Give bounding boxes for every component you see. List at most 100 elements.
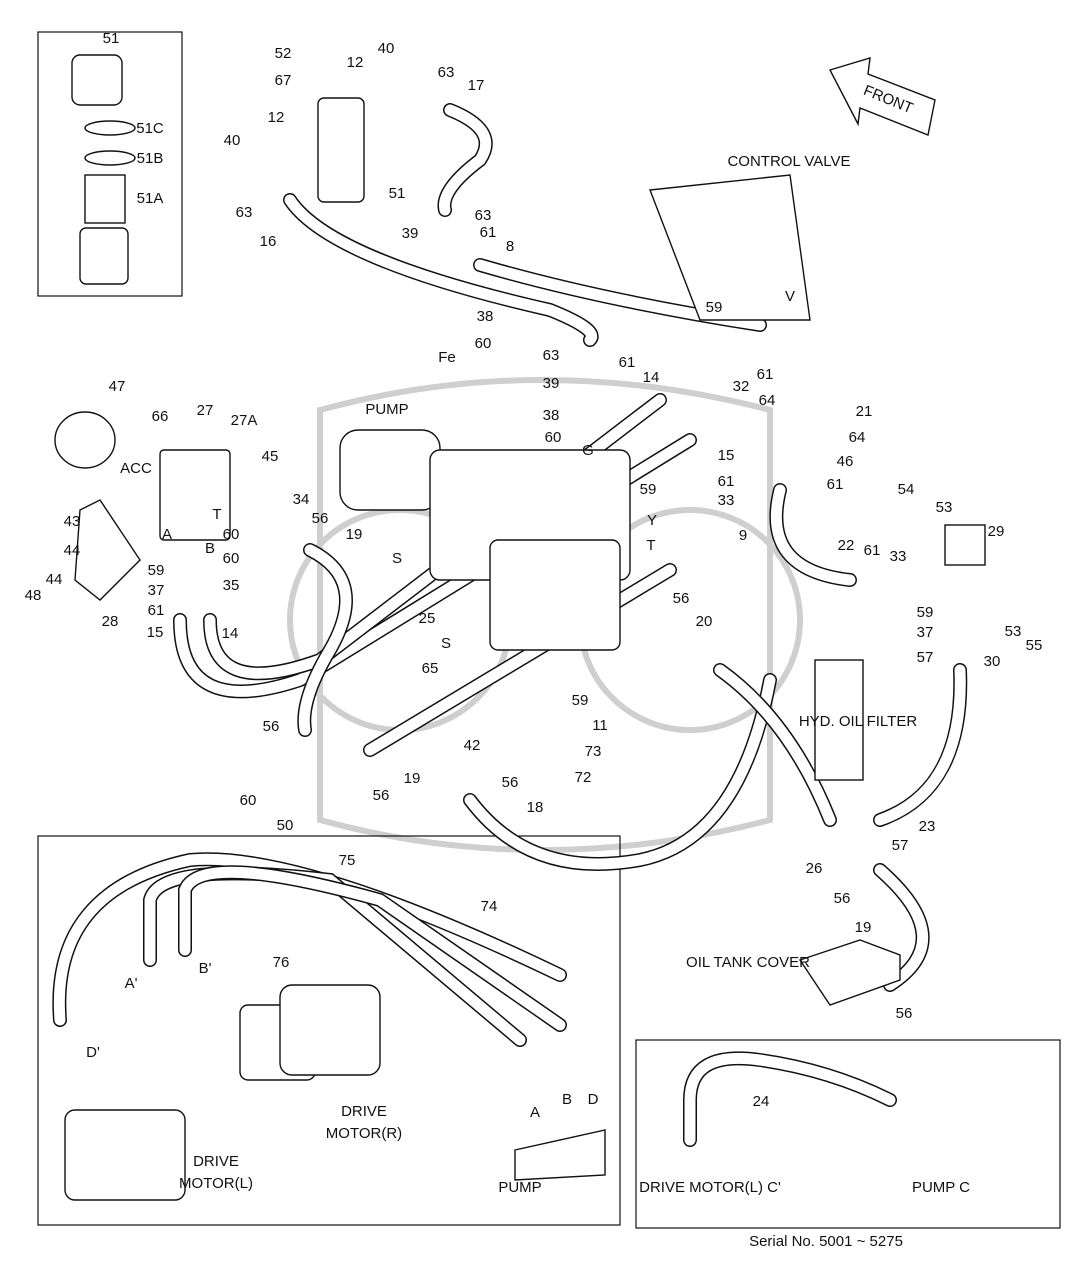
callout-label: D xyxy=(588,1091,599,1108)
callout-label: 55 xyxy=(1026,637,1043,654)
callout-label: PUMP xyxy=(365,401,408,418)
callout-label: 57 xyxy=(917,649,934,666)
callout-label: 39 xyxy=(402,225,419,242)
filter-detail-box xyxy=(37,31,183,297)
callout-label: 61 xyxy=(480,224,497,241)
callout-label: 60 xyxy=(475,335,492,352)
callout-label: B xyxy=(562,1091,572,1108)
callout-label: 59 xyxy=(640,481,657,498)
callout-label: 46 xyxy=(837,453,854,470)
callout-label: CONTROL VALVE xyxy=(727,153,850,170)
callout-label: 44 xyxy=(64,542,81,559)
pump-c-detail-box xyxy=(635,1039,1061,1229)
drive-motor-detail-box xyxy=(37,835,621,1226)
callout-label: ACC xyxy=(120,460,152,477)
callout-label: 61 xyxy=(827,476,844,493)
callout-label: PUMP C xyxy=(912,1179,970,1196)
callout-label: 23 xyxy=(919,818,936,835)
callout-label: 12 xyxy=(268,109,285,126)
serial-number: Serial No. 5001 ~ 5275 xyxy=(749,1233,903,1250)
callout-label: 52 xyxy=(275,45,292,62)
callout-label: 60 xyxy=(545,429,562,446)
callout-label: Fe xyxy=(438,349,456,366)
callout-label: S xyxy=(392,550,402,567)
callout-label: 61 xyxy=(148,602,165,619)
callout-label: 54 xyxy=(898,481,915,498)
callout-label: 47 xyxy=(109,378,126,395)
callout-label: 33 xyxy=(890,548,907,565)
callout-label: 32 xyxy=(733,378,750,395)
callout-label: 50 xyxy=(277,817,294,834)
callout-label: 59 xyxy=(917,604,934,621)
callout-label: 67 xyxy=(275,72,292,89)
callout-label: 33 xyxy=(718,492,735,509)
callout-label: Y xyxy=(647,512,657,529)
callout-label: 51B xyxy=(137,150,164,167)
callout-label: 53 xyxy=(936,499,953,516)
callout-label: 19 xyxy=(346,526,363,543)
filter-51-parts xyxy=(71,54,365,285)
callout-label: 39 xyxy=(543,375,560,392)
callout-label: 75 xyxy=(339,852,356,869)
callout-label: 19 xyxy=(404,770,421,787)
callout-label: 56 xyxy=(502,774,519,791)
callout-label: HYD. OIL FILTER xyxy=(799,713,918,730)
callout-label: 74 xyxy=(481,898,498,915)
callout-label: 64 xyxy=(759,392,776,409)
callout-label: V xyxy=(785,288,795,305)
callout-label: 45 xyxy=(262,448,279,465)
callout-label: T xyxy=(646,537,655,554)
callout-label: 61 xyxy=(619,354,636,371)
front-arrow xyxy=(828,57,936,136)
callout-label: 26 xyxy=(806,860,823,877)
callout-label: 29 xyxy=(988,523,1005,540)
callout-label: 59 xyxy=(706,299,723,316)
callout-label: 56 xyxy=(263,718,280,735)
callout-label: 56 xyxy=(896,1005,913,1022)
callout-label: 43 xyxy=(64,513,81,530)
callout-label: T xyxy=(212,506,221,523)
callout-label: 12 xyxy=(347,54,364,71)
callout-label: 16 xyxy=(260,233,277,250)
callout-label: 66 xyxy=(152,408,169,425)
callout-label: 64 xyxy=(849,429,866,446)
callout-label: PUMP xyxy=(498,1179,541,1196)
components xyxy=(54,174,986,1201)
callout-label: 72 xyxy=(575,769,592,786)
callout-label: 60 xyxy=(223,526,240,543)
callout-label: 51 xyxy=(103,30,120,47)
callout-label: 11 xyxy=(592,717,608,734)
callout-label: MOTOR(R) xyxy=(326,1125,402,1142)
callout-label: 38 xyxy=(543,407,560,424)
callout-label: 14 xyxy=(643,369,660,386)
callout-label: B xyxy=(205,540,215,557)
callout-label: 51 xyxy=(389,185,406,202)
callout-label: 38 xyxy=(477,308,494,325)
callout-label: 63 xyxy=(438,64,455,81)
callout-label: 61 xyxy=(864,542,881,559)
callout-label: B' xyxy=(199,960,212,977)
callout-label: 60 xyxy=(223,550,240,567)
callout-label: 40 xyxy=(224,132,241,149)
callout-label: G xyxy=(582,442,594,459)
callout-label: 44 xyxy=(46,571,63,588)
callout-label: 18 xyxy=(527,799,544,816)
callout-label: 20 xyxy=(696,613,713,630)
callout-label: 56 xyxy=(373,787,390,804)
callout-label: 73 xyxy=(585,743,602,760)
callout-label: 56 xyxy=(673,590,690,607)
callout-label: DRIVE MOTOR(L) C' xyxy=(639,1179,781,1196)
callout-label: 34 xyxy=(293,491,310,508)
callout-label: DRIVE xyxy=(193,1153,239,1170)
callout-label: 63 xyxy=(475,207,492,224)
callout-label: 59 xyxy=(572,692,589,709)
callout-label: 9 xyxy=(739,527,747,544)
callout-label: 21 xyxy=(856,403,873,420)
callout-label: 30 xyxy=(984,653,1001,670)
callout-label: 57 xyxy=(892,837,909,854)
callout-label: A xyxy=(162,526,172,543)
callout-label: S xyxy=(441,635,451,652)
callout-label: 51C xyxy=(136,120,164,137)
